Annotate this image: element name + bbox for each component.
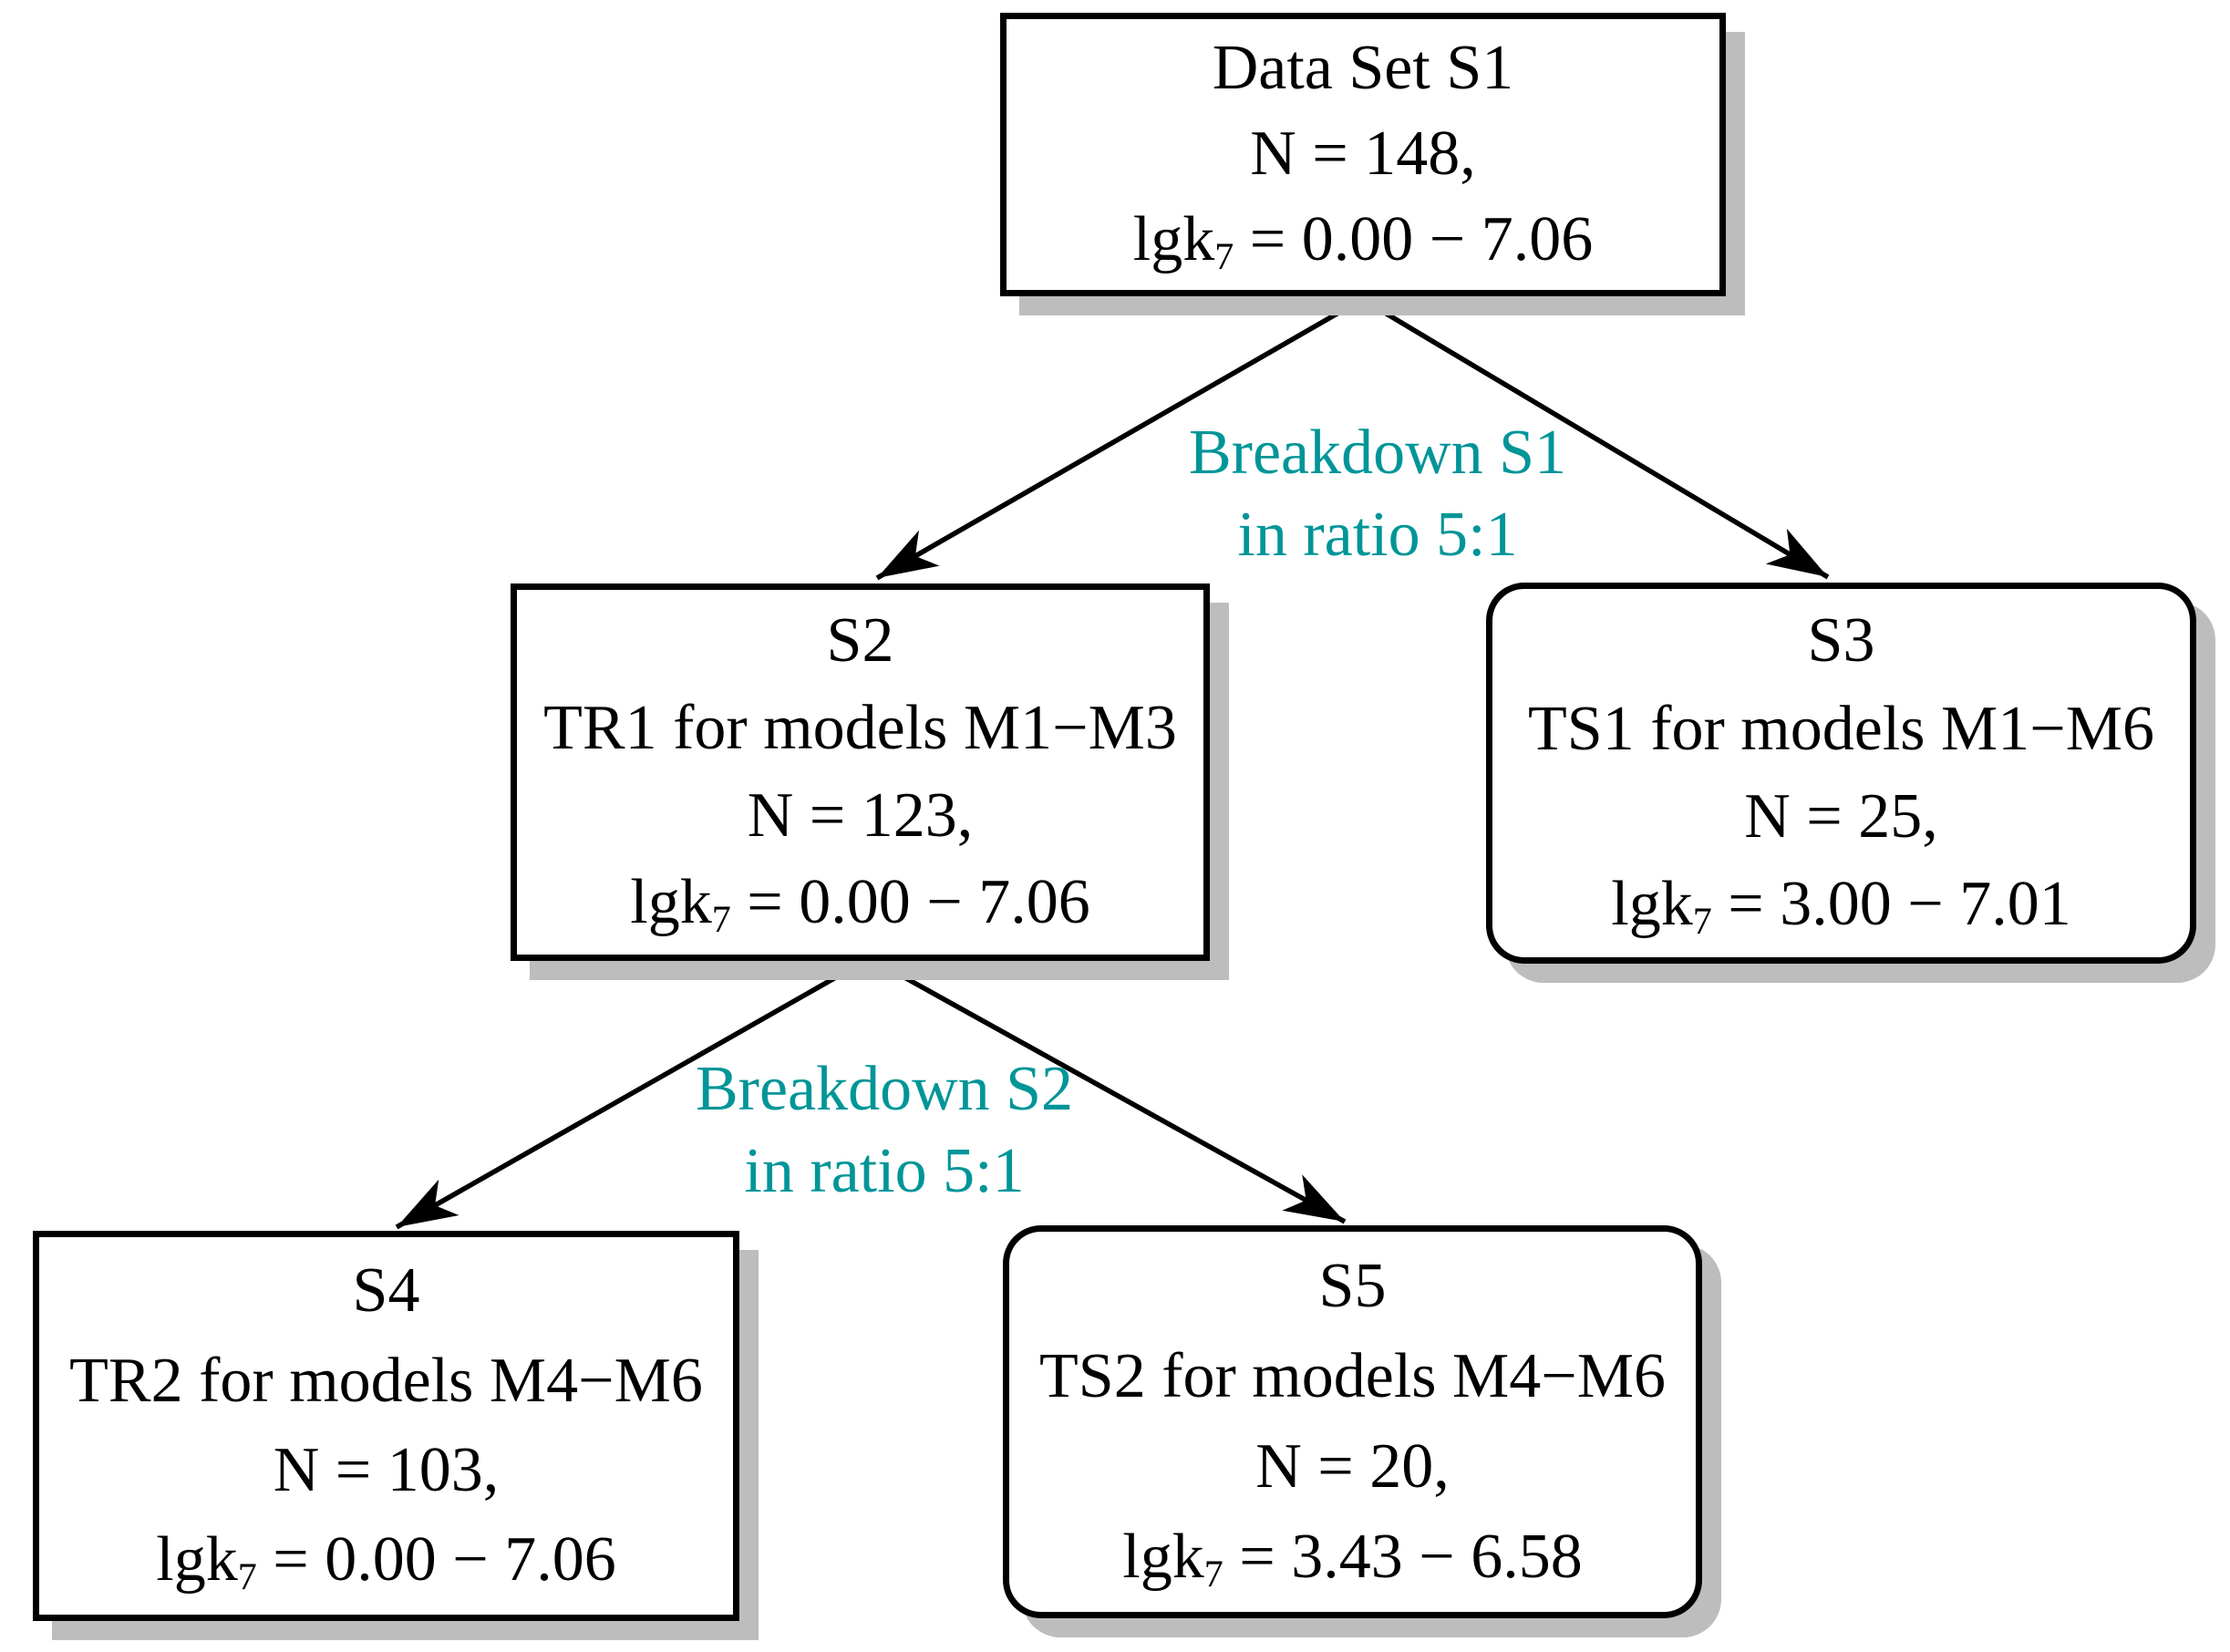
lgk-subscript: 7 (237, 1556, 257, 1599)
lgk-subscript: 7 (711, 899, 731, 942)
lgk-subscript: 7 (1203, 1554, 1223, 1596)
arrow-s1-to-s3 (1363, 298, 1830, 580)
node-s1-title: Data Set S1 (1212, 33, 1514, 104)
edge-label-breakdown-s1: Breakdown S1 in ratio 5:1 (1013, 412, 1742, 576)
lgk-label: lgk (630, 867, 712, 938)
lgk-subscript: 7 (1692, 901, 1712, 944)
arrow-s2-to-s4 (395, 956, 870, 1230)
lgk-label: lgk (156, 1524, 238, 1595)
node-s4-lgk-range: lgk7 = 0.00 − 7.06 (156, 1524, 616, 1597)
lgk-value: = 0.00 − 7.06 (1234, 204, 1594, 275)
node-s5-ts2: S5 TS2 for models M4−M6 N = 20, lgk7 = 3… (1003, 1225, 1702, 1618)
node-s2-count: N = 123, (747, 780, 974, 851)
edge-label-line1: Breakdown S2 (695, 1054, 1074, 1124)
node-s1-lgk-range: lgk7 = 0.00 − 7.06 (1132, 204, 1594, 277)
node-s3-title: S3 (1807, 605, 1875, 676)
node-s2-tr1: S2 TR1 for models M1−M3 N = 123, lgk7 = … (511, 583, 1210, 961)
edge-label-breakdown-s2: Breakdown S2 in ratio 5:1 (520, 1048, 1249, 1213)
edge-label-line2: in ratio 5:1 (744, 1136, 1025, 1206)
arrow-s1-to-s2 (875, 298, 1361, 581)
lgk-subscript: 7 (1214, 236, 1234, 279)
node-data-set-s1: Data Set S1 N = 148, lgk7 = 0.00 − 7.06 (1000, 13, 1726, 296)
lgk-value: = 0.00 − 7.06 (256, 1524, 616, 1595)
lgk-value: = 3.43 − 6.58 (1223, 1521, 1583, 1592)
node-s5-role: TS2 for models M4−M6 (1039, 1340, 1666, 1411)
edge-label-line1: Breakdown S1 (1188, 418, 1567, 488)
node-s4-count: N = 103, (273, 1435, 500, 1506)
node-s2-title: S2 (826, 605, 894, 676)
arrow-s2-to-s5 (870, 956, 1347, 1224)
node-s4-title: S4 (352, 1255, 420, 1327)
edge-label-line2: in ratio 5:1 (1237, 500, 1518, 570)
lgk-label: lgk (1122, 1521, 1204, 1592)
node-s5-count: N = 20, (1255, 1430, 1450, 1502)
lgk-value: = 3.00 − 7.01 (1711, 869, 2071, 940)
node-s1-count: N = 148, (1250, 119, 1476, 190)
node-s2-role: TR1 for models M1−M3 (543, 692, 1177, 763)
lgk-label: lgk (1611, 869, 1693, 940)
node-s4-role: TR2 for models M4−M6 (69, 1345, 703, 1416)
node-s3-lgk-range: lgk7 = 3.00 − 7.01 (1611, 869, 2071, 942)
node-s3-count: N = 25, (1744, 781, 1938, 852)
node-s3-ts1: S3 TS1 for models M1−M6 N = 25, lgk7 = 3… (1486, 583, 2196, 964)
lgk-value: = 0.00 − 7.06 (730, 867, 1090, 938)
node-s4-tr2: S4 TR2 for models M4−M6 N = 103, lgk7 = … (33, 1231, 739, 1621)
node-s3-role: TS1 for models M1−M6 (1528, 693, 2154, 764)
node-s5-lgk-range: lgk7 = 3.43 − 6.58 (1122, 1521, 1583, 1596)
node-s5-title: S5 (1318, 1250, 1387, 1321)
node-s2-lgk-range: lgk7 = 0.00 − 7.06 (630, 867, 1090, 940)
lgk-label: lgk (1132, 204, 1215, 275)
